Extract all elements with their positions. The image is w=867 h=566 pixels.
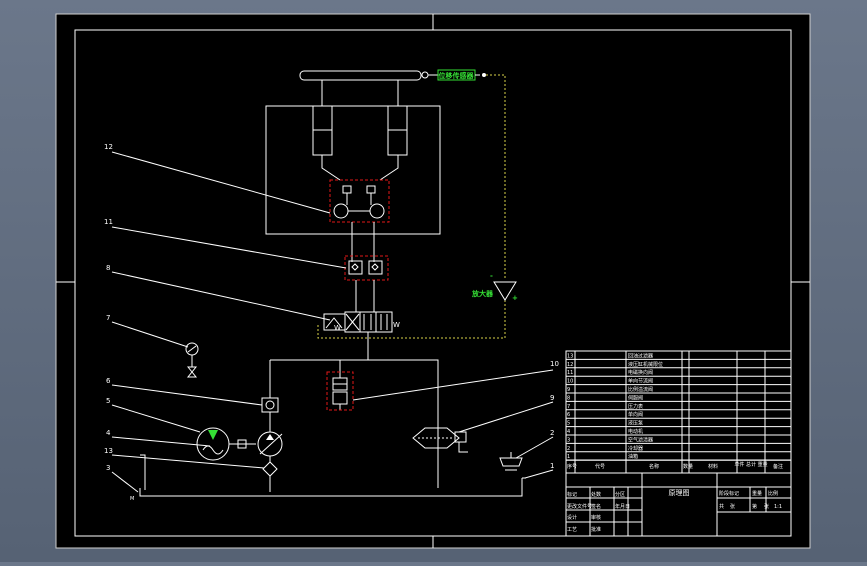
callout-10: 10	[550, 360, 559, 368]
parts-row-number: 2	[567, 446, 570, 452]
amplifier-label: 放大器	[471, 289, 494, 298]
title-block-cell: 分区	[615, 491, 625, 498]
callout-5: 5	[106, 397, 110, 405]
title-block-cell: 更改文件号	[567, 503, 592, 510]
header-remark: 备注	[773, 463, 783, 470]
tank-and-breather	[139, 452, 526, 497]
title-block-cell: 标记	[567, 491, 577, 498]
parts-row-name: 电动机	[628, 428, 643, 435]
pressure-gauge	[185, 342, 199, 378]
valve-spring-right: W	[393, 321, 400, 329]
title-block-cell: 设计	[567, 514, 577, 521]
displacement-sensor: 位移传感器	[437, 69, 486, 81]
amplifier: 放大器 - +	[471, 272, 518, 302]
parts-row-number: 7	[567, 404, 570, 410]
callout-12: 12	[104, 143, 113, 151]
title-block-cell: 工艺	[567, 527, 577, 533]
parts-row-name: 油箱	[628, 453, 638, 460]
parts-row-number: 1	[567, 454, 570, 460]
parts-row-number: 10	[567, 379, 573, 385]
parts-row-number: 9	[567, 387, 570, 393]
parts-row-number: 5	[567, 421, 570, 427]
return-filter	[262, 461, 278, 492]
parts-row-name: 液压缸机械限位	[628, 361, 663, 368]
parts-row-name: 单向阀	[628, 411, 643, 418]
sensor-label: 位移传感器	[439, 71, 475, 80]
pilot-check-valve-block	[329, 179, 390, 262]
callout-7: 7	[106, 314, 110, 322]
parts-row-name: 电磁换向阀	[628, 369, 653, 376]
callout-1: 1	[550, 462, 554, 470]
centering-marks	[56, 14, 810, 548]
amplifier-plus: +	[512, 294, 518, 302]
title-block-cell: 重量	[752, 490, 762, 497]
drawing-title: 原理图	[669, 489, 690, 497]
valve-spring-left: W	[334, 324, 341, 332]
title-block-cell: 处数	[591, 491, 601, 498]
callout-4: 4	[106, 429, 111, 437]
header-name: 名称	[649, 463, 659, 470]
parts-row-name: 单向节流阀	[628, 378, 653, 385]
drawing-scale: 1:1	[774, 504, 782, 510]
feedback-wiring	[317, 74, 506, 339]
actuator-assembly	[265, 70, 441, 235]
title-block-cell: 张	[730, 503, 735, 510]
parts-row-number: 6	[567, 412, 570, 418]
servo-valve: W W	[323, 311, 400, 360]
leader-lines	[111, 151, 554, 493]
title-block-cell: 比例	[768, 490, 778, 497]
parts-row-number: 4	[567, 429, 570, 435]
title-block-cell: 审核	[591, 514, 601, 521]
parts-row-number: 8	[567, 395, 570, 401]
title-block: 原理图 1:1 标记 处数 分区更改文件号签名 年月日设计 审核工艺 批准 阶段标记 重量比例…	[565, 472, 792, 537]
callout-3: 3	[106, 464, 110, 472]
callout-8: 8	[106, 264, 110, 272]
title-block-cell: 批准	[591, 526, 601, 533]
header-qty: 数量	[683, 463, 693, 470]
parts-list-header: 序号 代号 名称 数量 材料 单件 总计 重量 备注	[566, 459, 791, 470]
proportional-relief-valve	[326, 371, 354, 411]
parts-row-name: 液压泵	[628, 420, 643, 427]
amplifier-minus: -	[490, 272, 493, 280]
parts-row-name: 空气滤清器	[628, 436, 653, 443]
parts-row-name: 比例溢流阀	[628, 386, 653, 393]
title-block-cell: 共	[719, 503, 724, 510]
ground-sign: M	[130, 496, 134, 502]
pressure-lines	[191, 355, 439, 488]
title-block-cell: 张	[764, 503, 769, 510]
header-weight: 单件 总计 重量	[734, 461, 767, 468]
header-material: 材料	[708, 463, 718, 470]
parts-row-number: 13	[567, 353, 573, 359]
header-code: 代号	[595, 463, 605, 470]
title-block-cell: 签名	[591, 503, 601, 510]
parts-row-name: 压力表	[628, 403, 643, 410]
parts-row-number: 3	[567, 437, 570, 443]
callout-9: 9	[550, 394, 554, 402]
title-block-cell: 年月日	[615, 503, 630, 510]
title-block-cell: 第	[752, 503, 757, 510]
drawing-sheet	[55, 13, 811, 549]
callout-6: 6	[106, 377, 111, 385]
callout-2: 2	[550, 429, 554, 437]
parts-row-number: 12	[567, 362, 573, 368]
parts-row-name: 伺服阀	[628, 394, 643, 401]
header-no: 序号	[567, 463, 577, 470]
callout-numbers: 12 11 8 7 6 5 4 13 3 10 9 2 1	[104, 143, 559, 472]
title-block-cell: 阶段标记	[719, 490, 739, 497]
motor-pump-unit	[196, 427, 283, 462]
parts-row-name: 冷却器	[628, 445, 643, 452]
callout-11: 11	[104, 218, 113, 226]
parts-row-name: 回油过滤器	[628, 352, 653, 359]
parts-row-number: 11	[567, 370, 573, 376]
callout-13: 13	[104, 447, 113, 455]
